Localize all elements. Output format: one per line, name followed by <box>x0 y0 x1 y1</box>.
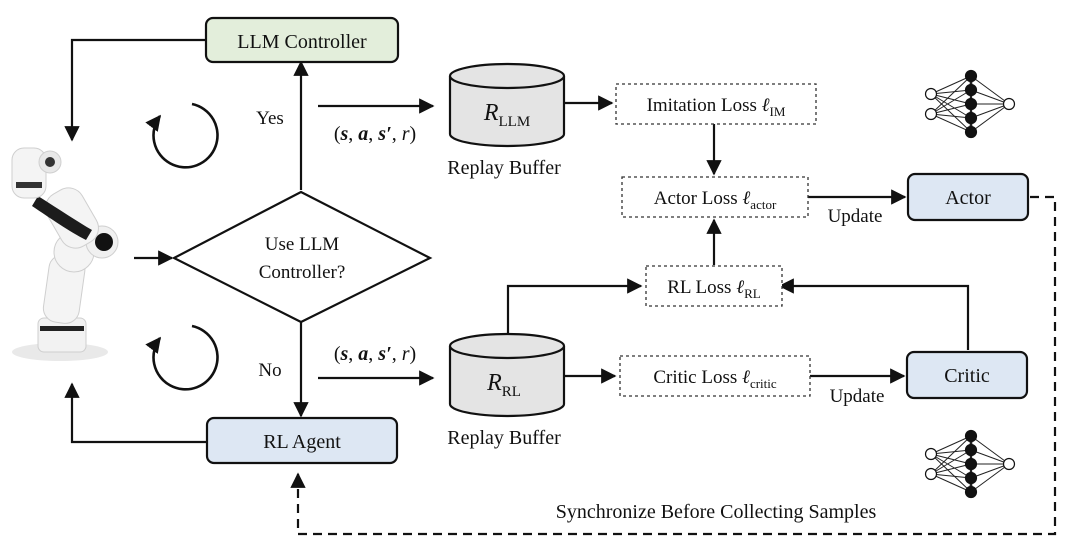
network-connection <box>930 453 972 493</box>
rl-agent-label: RL Agent <box>263 431 341 453</box>
network-connection <box>970 463 1010 479</box>
network-node <box>964 111 978 125</box>
llm-transition-tuple: (s, a, s′, r) <box>334 123 416 145</box>
llm-buffer-caption: Replay Buffer <box>447 157 561 179</box>
network-connection <box>930 453 972 479</box>
no-label: No <box>258 360 281 381</box>
rl-buffer-symbol: RRL <box>486 370 521 400</box>
critic-loss-label: Critic Loss ℓcritic <box>653 367 777 391</box>
network-node <box>1002 97 1016 111</box>
network-connection <box>930 435 972 455</box>
network-connection <box>930 93 972 105</box>
network-connection <box>930 473 972 479</box>
network-connection <box>930 435 972 475</box>
network-connection <box>930 463 972 475</box>
update-critic-label: Update <box>830 386 885 407</box>
network-connection <box>930 89 972 95</box>
rl-replay-buffer: RRL <box>448 332 566 418</box>
circular-arrow-icon <box>145 102 219 169</box>
decision-node: Use LLM Controller? <box>171 190 433 324</box>
network-connection <box>930 113 972 119</box>
decision-label-line1: Use LLM <box>265 234 340 255</box>
neural-network-icon <box>924 69 1016 139</box>
network-node <box>964 83 978 97</box>
rl-loss-box: RL Loss ℓRL <box>645 265 783 307</box>
actor-label: Actor <box>945 187 991 209</box>
rl-agent-node: RL Agent <box>205 416 399 465</box>
synchronize-arrow <box>290 195 1057 536</box>
network-connection <box>970 103 1010 119</box>
network-connection <box>930 453 972 465</box>
network-node <box>964 471 978 485</box>
rl-loss-label: RL Loss ℓRL <box>667 277 761 301</box>
network-connection <box>970 89 1010 105</box>
network-connection <box>930 75 972 95</box>
critic-label: Critic <box>944 365 990 387</box>
rl-buffer-caption: Replay Buffer <box>447 427 561 449</box>
critic-node: Critic <box>905 350 1029 400</box>
yes-label: Yes <box>256 108 284 129</box>
network-connection <box>930 103 972 115</box>
network-connection <box>930 449 972 455</box>
network-node <box>964 69 978 83</box>
network-node <box>924 107 938 121</box>
synchronize-label: Synchronize Before Collecting Samples <box>556 501 877 523</box>
network-connection <box>970 75 1010 105</box>
agent-to-robot-arrow <box>64 382 206 444</box>
network-node <box>924 447 938 461</box>
network-connection <box>930 449 972 475</box>
robot-arm-icon <box>11 147 119 361</box>
imitation-loss-box: Imitation Loss ℓIM <box>615 83 817 125</box>
network-connection <box>970 103 1010 133</box>
imitation-loss-label: Imitation Loss ℓIM <box>647 95 786 119</box>
network-node <box>924 467 938 481</box>
llm-controller-label: LLM Controller <box>237 31 367 53</box>
update-actor-label: Update <box>828 206 883 227</box>
network-node <box>964 443 978 457</box>
network-node <box>964 97 978 111</box>
network-connection <box>930 93 972 133</box>
llm-replay-buffer: RLLM <box>448 62 566 148</box>
network-connection <box>930 113 972 133</box>
neural-network-icon <box>924 429 1016 499</box>
critic-to-rl-loss-arrow <box>778 278 970 350</box>
network-node <box>924 87 938 101</box>
rl-buffer-to-rl-loss-arrow <box>506 278 643 338</box>
llm-controller-node: LLM Controller <box>204 16 400 64</box>
network-node <box>964 485 978 499</box>
network-node <box>1002 457 1016 471</box>
circular-arrow-icon <box>145 324 219 391</box>
actor-node: Actor <box>906 172 1030 222</box>
decision-label-line2: Controller? <box>259 262 346 283</box>
controller-to-robot-arrow <box>64 38 205 142</box>
network-connection <box>970 435 1010 465</box>
rl-transition-tuple: (s, a, s′, r) <box>334 343 416 365</box>
network-connection <box>930 75 972 115</box>
llm-buffer-symbol: RLLM <box>483 100 530 130</box>
network-connection <box>930 473 972 493</box>
network-node <box>964 125 978 139</box>
critic-loss-box: Critic Loss ℓcritic <box>619 355 811 397</box>
network-connection <box>930 93 972 119</box>
network-node <box>964 457 978 471</box>
actor-loss-label: Actor Loss ℓactor <box>654 188 777 212</box>
actor-loss-box: Actor Loss ℓactor <box>621 176 809 218</box>
network-connection <box>970 463 1010 493</box>
network-node <box>964 429 978 443</box>
network-connection <box>930 89 972 115</box>
network-connection <box>970 449 1010 465</box>
